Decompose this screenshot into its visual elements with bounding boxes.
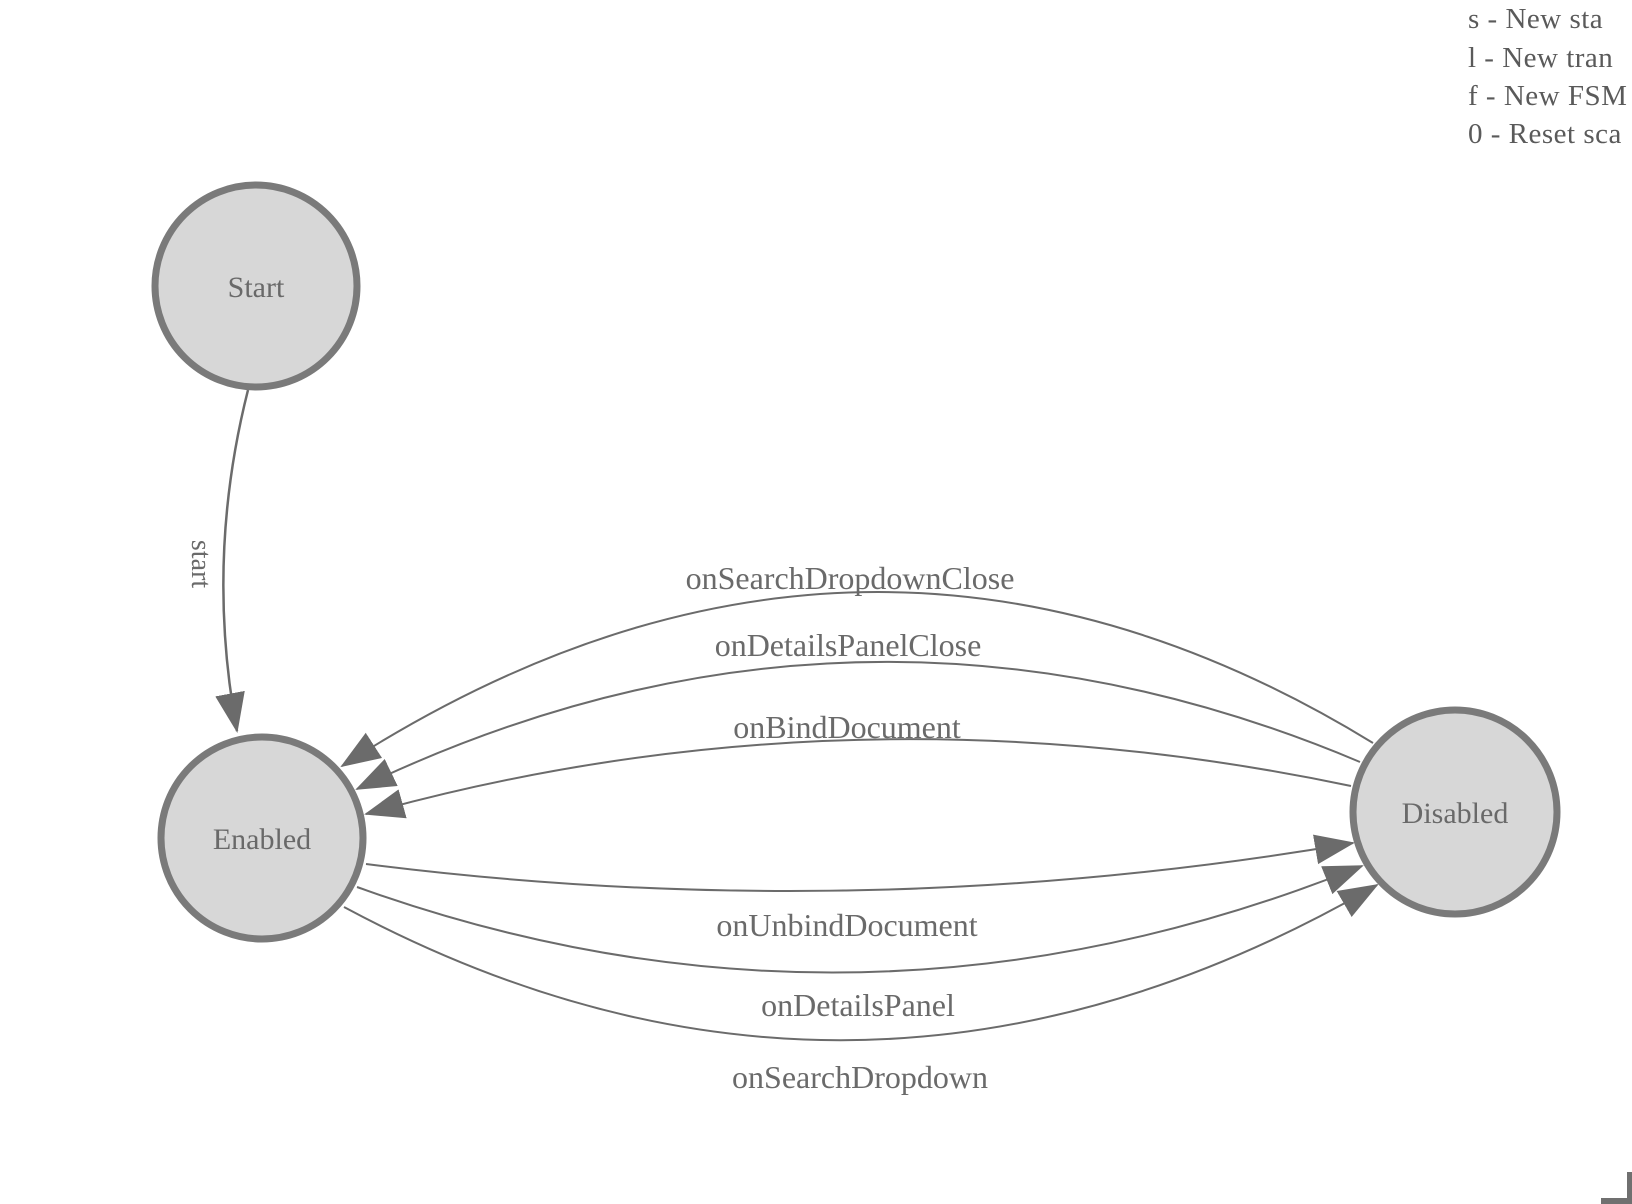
- corner-mark-horizontal: [1601, 1198, 1632, 1204]
- legend-line-new-transition: l - New tran: [1468, 42, 1613, 74]
- edge-start[interactable]: [215, 389, 250, 733]
- edge-onUnbindDocument[interactable]: [365, 834, 1355, 892]
- state-label-start: Start: [228, 271, 285, 304]
- state-node-start[interactable]: [151, 181, 361, 391]
- edge-label-onSearchDropdownClose[interactable]: onSearchDropdownClose: [686, 560, 1015, 596]
- edge-onDetailsPanel[interactable]: [356, 865, 1364, 974]
- shortcut-legend: s - New sta l - New tran f - New FSM 0 -…: [1468, 3, 1627, 150]
- edge-onSearchDropdown[interactable]: [343, 883, 1379, 1042]
- state-label-disabled: Disabled: [1402, 797, 1509, 830]
- edge-onBindDocument[interactable]: [364, 738, 1352, 819]
- edge-label-start[interactable]: start: [185, 540, 216, 588]
- edge-onDetailsPanelClose[interactable]: [355, 660, 1361, 790]
- edge-label-onDetailsPanelClose[interactable]: onDetailsPanelClose: [715, 627, 982, 663]
- state-node-disabled[interactable]: [1349, 706, 1561, 918]
- edge-label-onUnbindDocument[interactable]: onUnbindDocument: [716, 907, 977, 943]
- edge-label-onSearchDropdown[interactable]: onSearchDropdown: [732, 1059, 988, 1095]
- corner-mark-vertical: [1627, 1172, 1632, 1204]
- edge-label-onDetailsPanel[interactable]: onDetailsPanel: [761, 987, 955, 1023]
- state-label-enabled: Enabled: [213, 823, 311, 856]
- edge-onSearchDropdownClose[interactable]: [340, 591, 1374, 768]
- legend-line-new-state: s - New sta: [1468, 3, 1603, 35]
- state-node-enabled[interactable]: [157, 733, 367, 943]
- viewport-corner-mark: [1601, 1172, 1632, 1204]
- legend-line-new-fsm: f - New FSM: [1468, 80, 1627, 112]
- edge-label-onBindDocument[interactable]: onBindDocument: [733, 709, 961, 745]
- legend-line-reset-scale: 0 - Reset sca: [1468, 118, 1622, 150]
